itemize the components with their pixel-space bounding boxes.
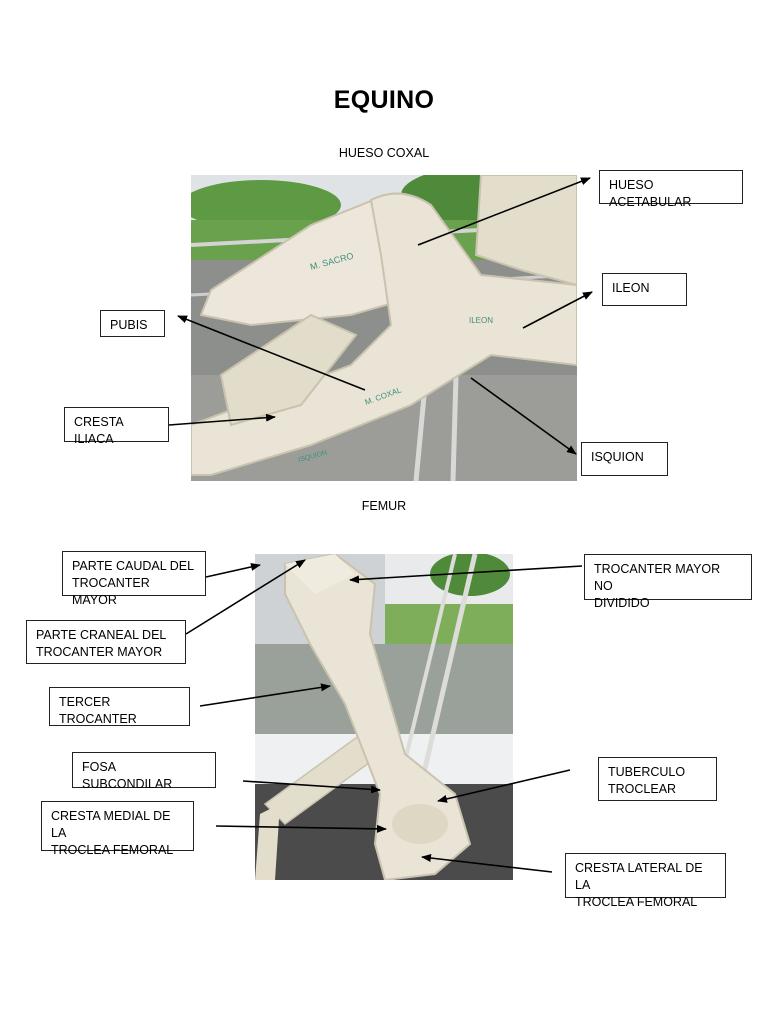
label-line-2: TROCANTER MAYOR (72, 576, 150, 607)
label-line-2: TROCLEAR (608, 782, 677, 796)
label-cresta-lateral-troclea: CRESTA LATERAL DE LA TROCLEA FEMORAL (565, 853, 726, 909)
label-text: TERCER TROCANTER (59, 695, 137, 726)
label-line-1: TROCANTER MAYOR NO (594, 562, 721, 593)
label-cresta-medial-troclea: CRESTA MEDIAL DE LA TROCLEA FEMORAL (41, 801, 194, 857)
label-line-2: DIVIDIDO (594, 596, 650, 610)
label-text: FOSA SUBCONDILAR (82, 760, 173, 791)
label-line-2: TROCLEA FEMORAL (51, 843, 174, 857)
label-fosa-subcondilar: FOSA SUBCONDILAR (72, 752, 216, 791)
label-pubis: PUBIS (100, 310, 165, 337)
label-line-1: CRESTA LATERAL DE LA (575, 861, 703, 892)
label-text: CRESTA ILIACA (74, 415, 124, 446)
label-hueso-acetabular: HUESO ACETABULAR (599, 170, 743, 209)
arrow-parte-caudal (205, 563, 261, 578)
label-text: HUESO ACETABULAR (609, 178, 692, 209)
label-line-2: TROCLEA FEMORAL (575, 895, 698, 909)
label-tuberculo-troclear: TUBERCULO TROCLEAR (598, 757, 717, 801)
section-heading-femur: FEMUR (361, 499, 407, 513)
label-parte-caudal-trocanter: PARTE CAUDAL DEL TROCANTER MAYOR (62, 551, 206, 607)
bone-writing-ileon: ILEON (469, 316, 493, 325)
hueso-coxal-photo: M. SACRO ILEON M. COXAL ISQUION (191, 175, 577, 481)
label-trocanter-mayor-no-dividido: TROCANTER MAYOR NO DIVIDIDO (584, 554, 752, 610)
document-title: EQUINO (333, 86, 435, 114)
label-text: ISQUION (591, 450, 644, 464)
label-tercer-trocanter: TERCER TROCANTER (49, 687, 190, 726)
femur-photo (255, 554, 513, 880)
label-line-1: CRESTA MEDIAL DE LA (51, 809, 171, 840)
label-text: PUBIS (110, 318, 148, 332)
label-line-2: TROCANTER MAYOR (36, 645, 163, 659)
label-parte-craneal-trocanter: PARTE CRANEAL DEL TROCANTER MAYOR (26, 620, 186, 664)
label-line-1: PARTE CAUDAL DEL (72, 559, 195, 573)
label-text: ILEON (612, 281, 650, 295)
label-ileon: ILEON (602, 273, 687, 306)
label-isquion: ISQUION (581, 442, 668, 476)
label-cresta-iliaca: CRESTA ILIACA (64, 407, 169, 446)
label-line-1: TUBERCULO (608, 765, 686, 779)
label-line-1: PARTE CRANEAL DEL (36, 628, 167, 642)
section-heading-hueso-coxal: HUESO COXAL (338, 146, 430, 160)
